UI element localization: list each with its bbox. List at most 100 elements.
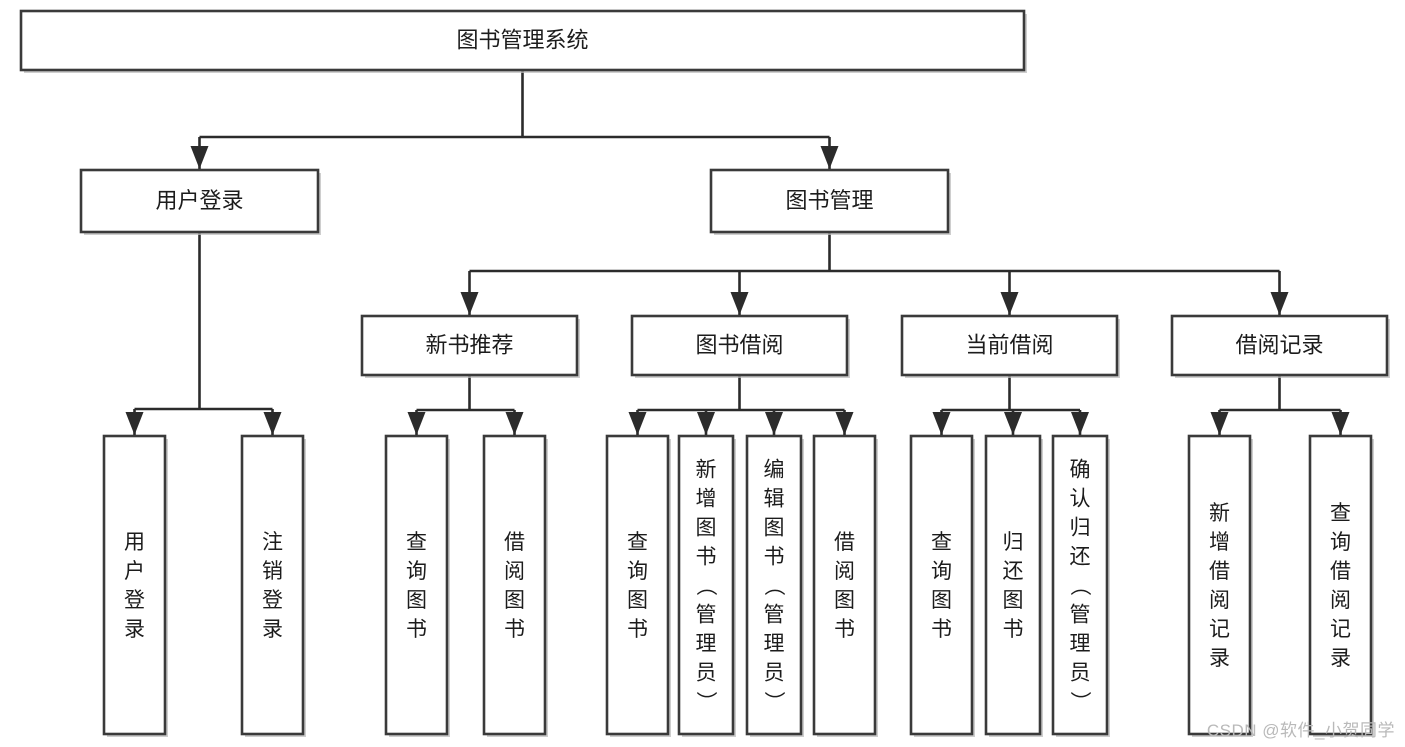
node-label-char: 查 (1330, 502, 1351, 525)
arrow-head-icon (697, 412, 715, 435)
node-rect[interactable] (1308, 434, 1373, 736)
node-label-char: 图 (406, 589, 427, 612)
node-rect[interactable] (1187, 434, 1252, 736)
node-label-char: （ (1068, 575, 1091, 596)
node-label-char: 理 (696, 633, 717, 656)
node-label-char: 理 (1070, 633, 1091, 656)
node-label-char: 员 (764, 662, 785, 685)
node-label-char: （ (694, 575, 717, 596)
node-label: 当前借阅 (965, 332, 1053, 357)
nodes-layer: 图书管理系统用户登录图书管理新书推荐图书借阅当前借阅借阅记录用户登录注销登录查询… (19, 9, 1390, 737)
node-rect[interactable] (812, 434, 877, 736)
node-level2-0[interactable]: 用户登录 (79, 168, 321, 235)
node-label-char: 询 (931, 560, 952, 583)
node-rect[interactable] (384, 434, 449, 736)
node-rect[interactable] (709, 168, 950, 234)
node-label-char: 登 (262, 589, 283, 612)
arrow-head-icon (1331, 412, 1350, 435)
node-label-char: 书 (696, 546, 717, 569)
node-label-char: 管 (1070, 604, 1091, 627)
node-label: 图书借阅 (695, 332, 783, 357)
node-label-char: 书 (504, 618, 525, 641)
arrow-head-icon (1004, 412, 1022, 435)
node-label-char: 书 (931, 618, 952, 641)
node-label-char: 借 (834, 531, 855, 554)
arrow-head-icon (628, 412, 647, 435)
node-label-char: 询 (627, 560, 648, 583)
node-label: 新书推荐 (425, 332, 513, 357)
node-label-char: 查 (627, 531, 648, 554)
node-label-char: 阅 (1330, 589, 1351, 612)
node-rect[interactable] (745, 434, 803, 736)
node-label-char: 图 (627, 589, 648, 612)
node-label-char: 图 (504, 589, 525, 612)
arrow-head-icon (190, 146, 209, 169)
node-rect[interactable] (19, 9, 1026, 72)
arrow-head-icon (407, 412, 426, 435)
node-rect[interactable] (102, 434, 167, 736)
arrow-head-icon (1071, 412, 1089, 435)
node-label-char: 图 (696, 517, 717, 540)
node-rect[interactable] (984, 434, 1042, 736)
node-rect[interactable] (605, 434, 670, 736)
node-level2-1[interactable]: 图书管理 (709, 168, 951, 235)
watermark-text: CSDN @软件_小贺同学 (1206, 721, 1395, 740)
node-label-char: 借 (1209, 560, 1230, 583)
node-label: 借阅记录 (1235, 332, 1323, 357)
node-label-char: 书 (1003, 618, 1024, 641)
node-label-char: 书 (627, 618, 648, 641)
node-label-char: 询 (1330, 531, 1351, 554)
node-label: 用户登录 (155, 188, 243, 213)
node-rect[interactable] (909, 434, 974, 736)
node-level3-1[interactable]: 图书借阅 (630, 314, 850, 378)
node-level3-3[interactable]: 借阅记录 (1170, 314, 1390, 378)
node-label-char: 登 (124, 589, 145, 612)
node-root[interactable]: 图书管理系统 (19, 9, 1027, 73)
arrow-head-icon (765, 412, 783, 435)
node-label-char: 借 (1330, 560, 1351, 583)
node-label-char: 记 (1209, 618, 1230, 641)
node-label-char: 书 (406, 618, 427, 641)
node-rect[interactable] (630, 314, 849, 377)
node-label-char: ） (1068, 691, 1091, 712)
node-rect[interactable] (1170, 314, 1389, 377)
node-rect[interactable] (360, 314, 579, 377)
arrow-head-icon (125, 412, 144, 435)
node-rect[interactable] (79, 168, 320, 234)
node-rect[interactable] (482, 434, 547, 736)
node-label-char: 销 (262, 560, 283, 583)
connectors-layer (125, 70, 1350, 435)
node-label-char: 还 (1003, 560, 1024, 583)
node-label-char: 询 (406, 560, 427, 583)
node-rect[interactable] (677, 434, 735, 736)
node-label-char: 注 (262, 531, 283, 554)
node-label-char: 新 (696, 459, 717, 482)
node-label-char: 编 (764, 459, 785, 482)
node-level3-2[interactable]: 当前借阅 (900, 314, 1120, 378)
arrow-head-icon (1270, 292, 1289, 315)
node-leaf-0[interactable]: 用户登录 (102, 434, 168, 737)
arrow-head-icon (263, 412, 282, 435)
node-label-char: 图 (931, 589, 952, 612)
node-rect[interactable] (240, 434, 305, 736)
node-label-char: 录 (262, 618, 283, 641)
node-rect[interactable] (900, 314, 1119, 377)
node-level3-0[interactable]: 新书推荐 (360, 314, 580, 378)
node-label-char: （ (762, 575, 785, 596)
node-rect[interactable] (1051, 434, 1109, 736)
arrow-head-icon (460, 292, 479, 315)
